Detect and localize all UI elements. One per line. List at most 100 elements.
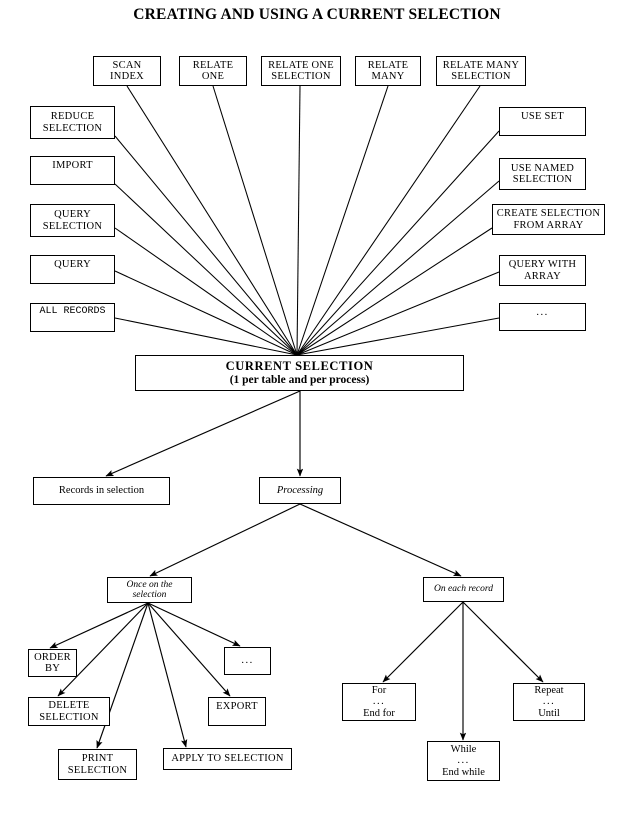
- node-label-line: QUERY WITH: [508, 259, 577, 271]
- node-label-line: USE NAMED: [510, 162, 575, 174]
- node-label-line: ...: [536, 307, 549, 318]
- edge-once-to-order-by: [49, 602, 149, 649]
- edge-query-selection-to-current: [114, 227, 298, 356]
- node-label-line: SELECTION: [42, 220, 103, 232]
- node-label-line: PRINT: [81, 753, 114, 765]
- node-repeat-loop[interactable]: Repeat ... Until: [513, 683, 585, 721]
- page-title: CREATING AND USING A CURRENT SELECTION: [133, 6, 501, 23]
- node-relate-one-selection[interactable]: RELATE ONE SELECTION: [261, 56, 341, 86]
- edge-use-named-selection-to-current: [296, 180, 500, 356]
- edge-once-to-etc: [147, 602, 241, 647]
- node-apply-to-selection[interactable]: APPLY TO SELECTION: [163, 748, 292, 770]
- node-label-line: SELECTION: [271, 71, 331, 82]
- edge-once-to-apply-to-selection: [147, 602, 188, 748]
- node-label-line: selection: [132, 590, 167, 600]
- node-etc-right[interactable]: ...: [499, 303, 586, 331]
- node-label-line: RELATE: [367, 59, 409, 71]
- node-while-loop[interactable]: While ... End while: [427, 741, 500, 781]
- node-label-line: FROM ARRAY: [513, 219, 584, 231]
- node-label-line: USE SET: [521, 111, 564, 122]
- edge-all-records-to-current: [114, 317, 298, 356]
- node-label-line: On each record: [434, 584, 493, 595]
- node-label-line: ...: [372, 696, 386, 708]
- node-once-on-the-selection[interactable]: Once on the selection: [107, 577, 192, 603]
- node-print-selection[interactable]: PRINT SELECTION: [58, 749, 137, 780]
- node-label-line: QUERY: [54, 259, 91, 270]
- node-query-selection[interactable]: QUERY SELECTION: [30, 204, 115, 237]
- node-label-line: CURRENT SELECTION: [225, 359, 374, 374]
- node-scan-index[interactable]: SCAN INDEX: [93, 56, 161, 86]
- edge-current-to-records: [105, 390, 301, 477]
- edge-import-to-current: [114, 183, 298, 356]
- node-import[interactable]: IMPORT: [30, 156, 115, 185]
- node-label-line: Once on the: [126, 579, 173, 590]
- node-relate-many-selection[interactable]: RELATE MANY SELECTION: [436, 56, 526, 86]
- node-query-with-array[interactable]: QUERY WITH ARRAY: [499, 255, 586, 286]
- node-reduce-selection[interactable]: REDUCE SELECTION: [30, 106, 115, 139]
- node-delete-selection[interactable]: DELETE SELECTION: [28, 697, 110, 726]
- node-label-line: SELECTION: [39, 711, 99, 723]
- node-label-line: ALL RECORDS: [39, 306, 106, 317]
- node-label-line: Repeat: [534, 685, 564, 697]
- node-query[interactable]: QUERY: [30, 255, 115, 284]
- node-current-selection[interactable]: CURRENT SELECTION (1 per table and per p…: [135, 355, 464, 391]
- node-label-line: Records in selection: [58, 485, 145, 497]
- edge-use-set-to-current: [296, 130, 500, 356]
- node-all-records[interactable]: ALL RECORDS: [30, 303, 115, 332]
- node-label-line: REDUCE: [50, 111, 95, 123]
- node-for-loop[interactable]: For ... End for: [342, 683, 416, 721]
- node-export[interactable]: EXPORT: [208, 697, 266, 726]
- node-label-line: APPLY TO SELECTION: [171, 753, 284, 765]
- edge-processing-to-each-record: [299, 503, 462, 577]
- node-label-line: BY: [44, 663, 61, 674]
- edge-each-record-to-for: [382, 601, 464, 683]
- edge-processing-to-once: [149, 503, 301, 577]
- node-label-line: RELATE: [192, 59, 234, 71]
- node-label-line: CREATE SELECTION: [496, 208, 601, 220]
- edge-relate-one-selection-to-current: [296, 85, 301, 356]
- node-relate-one[interactable]: RELATE ONE: [179, 56, 247, 86]
- node-label-line: Until: [538, 707, 560, 719]
- node-processing[interactable]: Processing: [259, 477, 341, 504]
- node-label-line: INDEX: [110, 71, 144, 82]
- node-label-line: ONE: [201, 71, 225, 82]
- node-use-named-selection[interactable]: USE NAMED SELECTION: [499, 158, 586, 190]
- edge-once-to-delete-selection: [57, 602, 149, 697]
- node-label-line: IMPORT: [52, 160, 93, 171]
- node-label-line: ...: [241, 655, 254, 667]
- node-label-line: While: [450, 744, 477, 756]
- node-use-set[interactable]: USE SET: [499, 107, 586, 136]
- node-order-by[interactable]: ORDER BY: [28, 649, 77, 677]
- edge-once-to-print-selection: [96, 602, 149, 749]
- node-create-selection-from-array[interactable]: CREATE SELECTION FROM ARRAY: [492, 204, 605, 235]
- edge-once-to-export: [147, 602, 231, 697]
- node-etc-once[interactable]: ...: [224, 647, 271, 675]
- edge-relate-many-to-current: [296, 85, 389, 356]
- node-label-line: End while: [442, 766, 485, 778]
- node-label-line: For: [371, 685, 387, 697]
- edge-relate-one-to-current: [212, 85, 298, 356]
- edge-each-record-to-repeat: [462, 601, 544, 683]
- node-label-line: DELETE: [48, 700, 90, 712]
- node-label-line: (1 per table and per process): [229, 373, 370, 386]
- edge-scan-index-to-current: [126, 85, 298, 356]
- node-label-line: EXPORT: [216, 701, 258, 712]
- node-label-line: ORDER: [34, 651, 71, 663]
- edge-reduce-selection-to-current: [114, 135, 298, 356]
- node-relate-many[interactable]: RELATE MANY: [355, 56, 421, 86]
- edge-create-selection-array-to-current: [296, 227, 493, 356]
- node-label-line: End for: [363, 707, 395, 719]
- edge-query-to-current: [114, 270, 298, 356]
- node-records-in-selection[interactable]: Records in selection: [33, 477, 170, 505]
- node-label-line: ...: [542, 696, 556, 708]
- node-label-line: ...: [457, 755, 470, 767]
- node-label-line: RELATE ONE: [268, 59, 334, 71]
- node-label-line: SELECTION: [451, 71, 511, 82]
- node-on-each-record[interactable]: On each record: [423, 577, 504, 602]
- node-label-line: RELATE MANY: [442, 59, 520, 71]
- node-label-line: SELECTION: [512, 174, 573, 185]
- edge-relate-many-selection-to-current: [296, 85, 481, 356]
- node-label-line: MANY: [371, 71, 405, 82]
- node-label-line: SELECTION: [67, 764, 128, 776]
